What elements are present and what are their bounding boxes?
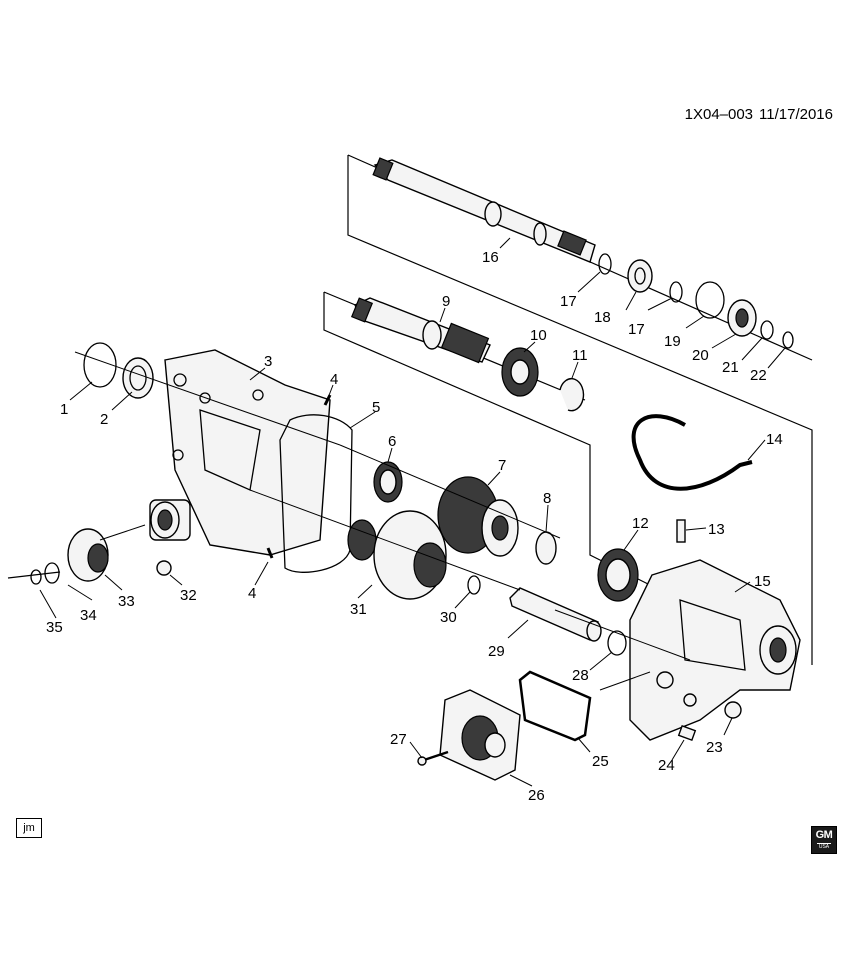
- callout-11: 11: [572, 347, 588, 364]
- callout-20: 20: [692, 347, 709, 364]
- bolt-24: [677, 725, 697, 741]
- ring-28: [607, 630, 627, 656]
- seals-left-upper: [83, 342, 154, 399]
- dowel-pins: [266, 394, 332, 559]
- callout-29: 29: [488, 643, 505, 660]
- rear-housing-15: [629, 559, 801, 741]
- callout-1: 1: [60, 401, 68, 418]
- callout-28: 28: [572, 667, 589, 684]
- transfer-case-housing: [149, 349, 331, 556]
- callout-12: 12: [632, 515, 649, 532]
- callout-leaders: [39, 237, 786, 787]
- callout-7: 7: [498, 457, 506, 474]
- diagram-date: 11/17/2016: [759, 106, 833, 123]
- o-ring-1: [83, 342, 117, 388]
- callout-2: 2: [100, 411, 108, 428]
- gm-logo-subtext: USA: [816, 842, 832, 850]
- callout-8: 8: [543, 490, 551, 507]
- left-lower-parts: [7, 528, 172, 585]
- callout-23: 23: [706, 739, 723, 756]
- ring-21: [760, 320, 774, 340]
- callout-6: 6: [388, 433, 396, 450]
- input-shaft: [350, 297, 585, 412]
- callout-labels: 1 2 3 4 4 5 6 7 8 9 10 11 12 13 14 15 16…: [46, 249, 783, 804]
- callout-30: 30: [440, 609, 457, 626]
- ring-8: [535, 531, 557, 565]
- callout-13: 13: [708, 521, 725, 538]
- callout-24: 24: [658, 757, 675, 774]
- gear-31: [347, 510, 447, 600]
- ring-34: [44, 562, 60, 584]
- callout-5: 5: [372, 399, 380, 416]
- output-shaft: [372, 157, 596, 263]
- callout-14: 14: [766, 431, 783, 448]
- callout-35: 35: [46, 619, 63, 636]
- callout-16: 16: [482, 249, 499, 266]
- vent-13: [676, 519, 686, 543]
- upper-small-parts: [598, 253, 794, 349]
- callout-31: 31: [350, 601, 367, 618]
- ring-11: [559, 378, 585, 412]
- seal-2: [122, 357, 154, 399]
- bolt-27: [423, 750, 449, 762]
- ring-22: [782, 331, 794, 349]
- callout-34: 34: [80, 607, 97, 624]
- assembly-axis-lines: [74, 351, 691, 691]
- gasket-25: [518, 670, 592, 742]
- callout-4a: 4: [330, 371, 338, 388]
- ring-35: [30, 569, 42, 585]
- gm-logo-text: GM: [815, 828, 833, 841]
- callout-21: 21: [722, 359, 739, 376]
- bearing-6: [373, 461, 403, 503]
- gear-7: [437, 476, 519, 557]
- callout-17a: 17: [560, 293, 577, 310]
- bearing-18: [627, 259, 653, 293]
- vent-hose-14: [631, 414, 753, 491]
- artist-tag: jm: [16, 818, 42, 838]
- snap-ring-17a: [598, 253, 612, 275]
- callout-3: 3: [264, 353, 272, 370]
- callout-32: 32: [180, 587, 197, 604]
- bolt-23: [724, 701, 742, 719]
- diagram-id: 1X04–003: [684, 106, 754, 123]
- callout-18: 18: [594, 309, 611, 326]
- ring-30: [467, 575, 481, 595]
- tube-29: [509, 587, 602, 642]
- callout-26: 26: [528, 787, 545, 804]
- snap-ring-19: [695, 281, 725, 319]
- callout-33: 33: [118, 593, 135, 610]
- actuator-motor-26: [439, 689, 521, 781]
- plug-32: [156, 560, 172, 576]
- diagram-header: 1X04–003 11/17/2016: [679, 106, 833, 123]
- callout-22: 22: [750, 367, 767, 384]
- callout-9: 9: [442, 293, 450, 310]
- callout-15: 15: [754, 573, 771, 590]
- gm-logo-icon: GM USA: [811, 826, 837, 854]
- callout-25: 25: [592, 753, 609, 770]
- callout-17b: 17: [628, 321, 645, 338]
- callout-4b: 4: [248, 585, 256, 602]
- seal-12: [597, 548, 639, 602]
- callout-27: 27: [390, 731, 407, 748]
- callout-19: 19: [664, 333, 681, 350]
- callout-10: 10: [530, 327, 547, 344]
- snap-ring-17b: [669, 281, 683, 303]
